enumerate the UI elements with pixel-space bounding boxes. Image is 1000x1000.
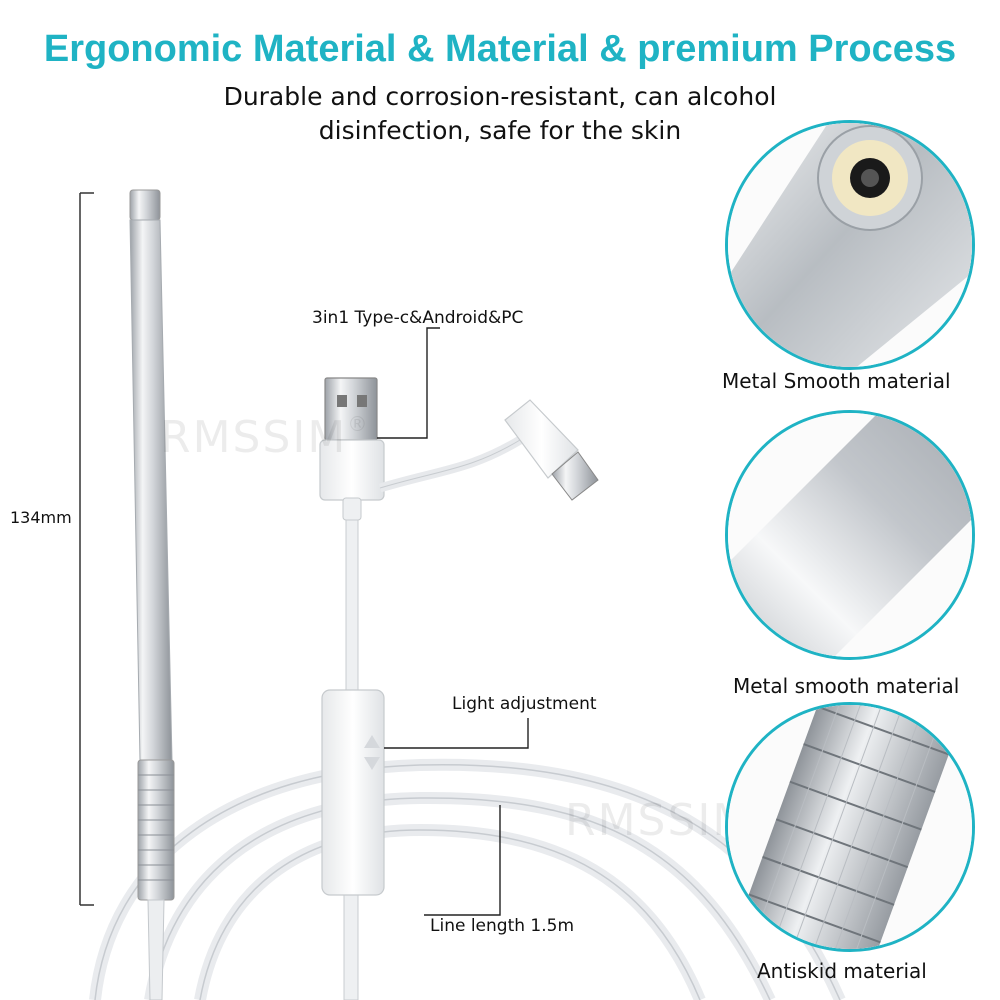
probe [129,189,175,1000]
light-adjustment-module [321,689,385,896]
detail-caption-3: Antiskid material [757,959,927,983]
camera-tip-closeup [728,123,972,367]
callout-leaders [377,327,529,916]
subtitle-line-1: Durable and corrosion-resistant, can alc… [223,82,777,111]
cable-length-callout: Line length 1.5m [430,916,575,936]
usb-a-connector [319,377,385,521]
detail-circle-shaft [725,410,975,660]
knurled-grip-closeup [728,705,972,949]
metal-shaft-closeup [728,413,972,657]
page-subtitle: Durable and corrosion-resistant, can alc… [150,80,850,148]
detail-circle-grip [725,702,975,952]
main-cable [343,519,359,1000]
light-adjustment-callout: Light adjustment [452,694,597,714]
watermark: RMSSIM® [160,412,370,463]
length-dimension-label: 134mm [10,508,72,527]
subtitle-line-2: disinfection, safe for the skin [318,116,682,145]
page-title: Ergonomic Material & Material & premium … [43,28,957,70]
detail-caption-2: Metal smooth material [733,674,960,698]
detail-circle-tip [725,120,975,370]
detail-caption-1: Metal Smooth material [722,369,951,393]
connector-callout: 3in1 Type-c&Android&PC [312,308,524,328]
type-c-connector [378,399,599,501]
dimension-bracket [79,192,94,906]
